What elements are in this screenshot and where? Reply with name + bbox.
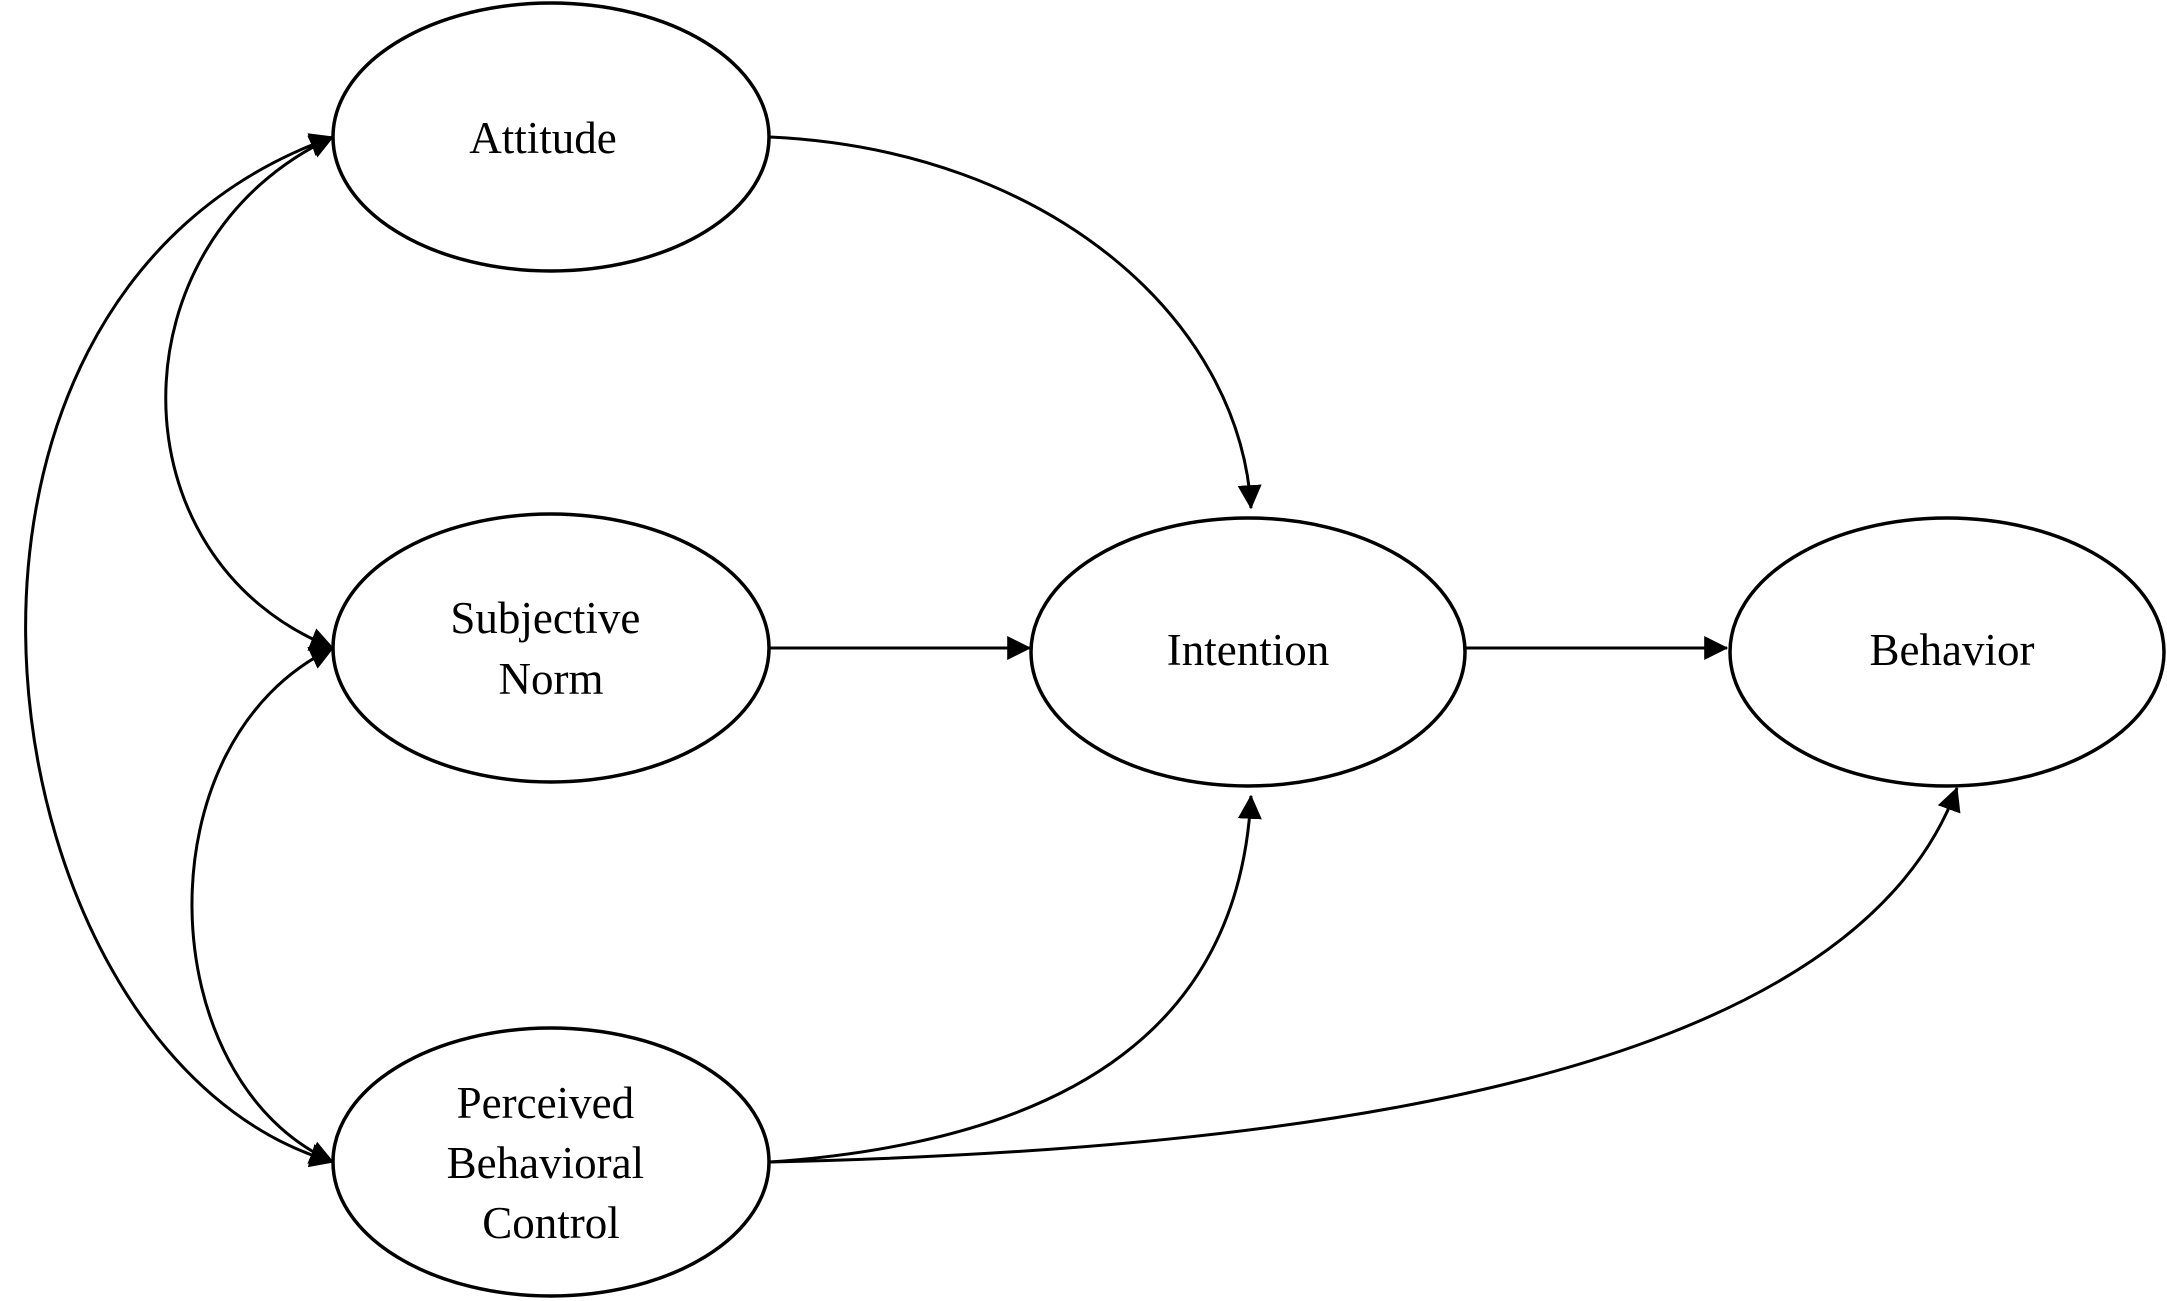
node-behavior-line-1: Behavior xyxy=(1870,625,2035,675)
edge-attitude-subjective-norm xyxy=(164,135,335,651)
node-attitude-shape xyxy=(331,1,771,273)
edge-attitude-pbc xyxy=(24,133,335,1168)
node-pbc-label: Perceived Behavioral Control xyxy=(447,1078,656,1248)
node-attitude: Attitude xyxy=(331,1,771,273)
node-intention-line-1: Intention xyxy=(1167,625,1329,675)
node-pbc-line-1: Perceived xyxy=(457,1078,634,1128)
node-subjective-norm-line-2: Norm xyxy=(499,654,604,704)
node-intention-shape xyxy=(1029,516,1467,788)
edge-subjective-norm-pbc xyxy=(190,646,335,1164)
node-behavior-shape xyxy=(1728,516,2166,788)
node-intention-label: Intention xyxy=(1167,625,1329,675)
node-subjective-norm-line-1: Subjective xyxy=(450,593,640,643)
node-attitude-line-1: Attitude xyxy=(469,113,616,163)
node-subjective-norm: Subjective Norm xyxy=(331,512,771,784)
edges xyxy=(24,133,1961,1168)
node-behavior-label: Behavior xyxy=(1870,625,2035,675)
node-pbc-shape xyxy=(331,1026,771,1298)
node-behavior: Behavior xyxy=(1728,516,2166,788)
node-pbc-line-3: Control xyxy=(482,1198,620,1248)
node-intention: Intention xyxy=(1029,516,1467,788)
node-subjective-norm-label: Subjective Norm xyxy=(450,593,651,704)
edge-pbc-to-behavior xyxy=(769,786,1961,1164)
node-pbc-line-2: Behavioral xyxy=(447,1138,644,1188)
node-perceived-behavioral-control: Perceived Behavioral Control xyxy=(331,1026,771,1298)
edge-attitude-to-intention xyxy=(769,135,1262,510)
node-subjective-norm-shape xyxy=(331,512,771,784)
node-attitude-label: Attitude xyxy=(469,113,616,163)
edge-pbc-to-intention xyxy=(769,794,1262,1164)
